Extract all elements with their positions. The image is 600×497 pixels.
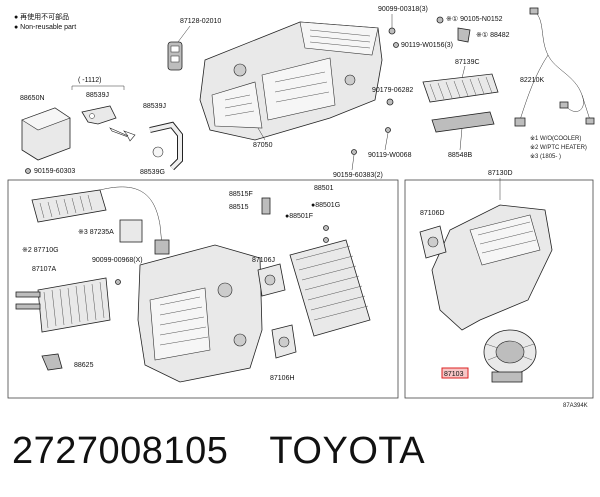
highlight-87103 bbox=[441, 367, 469, 379]
parts-diagram: ● 再使用不可部品 ● Non-reusable part 87128-0201… bbox=[7, 6, 595, 409]
label-87103: 87103 bbox=[444, 371, 464, 378]
label-88625: 88625 bbox=[74, 362, 94, 369]
label-87107A: 87107A bbox=[32, 266, 56, 273]
label-90099-318: 90099-00318(3) bbox=[378, 6, 428, 13]
clamp-88625 bbox=[41, 353, 63, 371]
label-88548B: 88548B bbox=[448, 152, 472, 159]
label-88501F: ●88501F bbox=[285, 213, 313, 220]
arrow-indicator bbox=[109, 127, 136, 142]
label-87106H: 87106H bbox=[270, 375, 295, 382]
ptc-heater-87710G bbox=[31, 186, 170, 255]
cabin-filter-87139C bbox=[422, 73, 499, 103]
label-90179: 90179-06282 bbox=[372, 87, 413, 94]
hvac-unit-upper bbox=[199, 21, 383, 141]
label-87235A: ※3 87235A bbox=[78, 229, 114, 236]
servo-motor-87106H bbox=[271, 324, 297, 359]
hvac-unit-lower bbox=[137, 244, 263, 383]
label-88501G: ●88501G bbox=[311, 202, 340, 209]
label-87128: 87128-02010 bbox=[180, 18, 221, 25]
label-87106J: 87106J bbox=[252, 257, 275, 264]
amplifier-88650N bbox=[21, 107, 71, 161]
part-caption: 2727008105 TOYOTA bbox=[12, 430, 592, 480]
blower-case-87130D bbox=[431, 204, 553, 331]
note-1: ※1 W/O(COOLER) bbox=[530, 135, 581, 142]
label-88539G: 88539G bbox=[140, 169, 165, 176]
clamp-90179 bbox=[386, 98, 394, 106]
legend-non-reusable-en: ● Non-reusable part bbox=[14, 24, 76, 31]
part-number: 2727008105 bbox=[12, 430, 229, 472]
filter-cover-88548B bbox=[431, 111, 495, 133]
label-90099-968: 90099-00968(X) bbox=[92, 257, 143, 264]
sub-assembly-box-blower bbox=[404, 179, 594, 399]
brand-name: TOYOTA bbox=[269, 430, 426, 472]
actuator-87235A bbox=[119, 219, 143, 243]
heater-core-87107A bbox=[15, 277, 111, 333]
label-87106D: 87106D bbox=[420, 210, 445, 217]
gasket-87128 bbox=[167, 41, 183, 71]
label-87130D: 87130D bbox=[488, 170, 513, 177]
screw-90105 bbox=[436, 16, 444, 24]
label-87050: 87050 bbox=[253, 142, 273, 149]
wire-harness-82210K bbox=[514, 7, 595, 127]
label-90159-383: 90159-60383(2) bbox=[333, 172, 383, 179]
sub-assembly-box-heater bbox=[7, 179, 399, 399]
pipe-clamp-88539J bbox=[81, 105, 117, 125]
label-88482: ※① 88482 bbox=[476, 31, 510, 39]
label-1112: ( -1112) bbox=[78, 77, 101, 84]
diagram-reference: 87A394K bbox=[563, 403, 588, 409]
label-90119-36: 90119-W0156(3) bbox=[401, 42, 453, 49]
label-88515F: 88515F bbox=[229, 191, 253, 198]
note-3: ※3 (1805- ) bbox=[530, 153, 561, 160]
clip-88482 bbox=[457, 27, 471, 43]
legend-non-reusable-jp: ● 再使用不可部品 bbox=[14, 12, 69, 21]
label-88515: 88515 bbox=[229, 204, 249, 211]
blower-motor-87103 bbox=[483, 329, 537, 383]
note-2: ※2 W/PTC HEATER) bbox=[530, 144, 587, 151]
screw-90119 bbox=[393, 42, 399, 48]
grommet-88539G bbox=[152, 146, 164, 158]
label-90119-068: 90119-W0068 bbox=[368, 152, 412, 159]
label-82210K: 82210K bbox=[520, 77, 544, 84]
label-88539J-b: 88539J bbox=[143, 103, 166, 110]
label-87710G: ※2 87710G bbox=[22, 247, 59, 254]
label-88501: 88501 bbox=[314, 185, 334, 192]
label-87139C: 87139C bbox=[455, 59, 480, 66]
servo-motor-87106D bbox=[419, 225, 447, 259]
label-90105: ※① 90105-N0152 bbox=[446, 15, 503, 23]
label-88650N: 88650N bbox=[20, 95, 45, 102]
hose-88539J bbox=[149, 121, 183, 171]
servo-motor-87106J bbox=[257, 263, 286, 297]
label-90159-303: 90159-60303 bbox=[34, 168, 75, 175]
expansion-valve-88515 bbox=[261, 197, 271, 215]
screw-90099 bbox=[388, 27, 396, 35]
evaporator-88501 bbox=[289, 239, 371, 337]
label-88539J-a: 88539J bbox=[86, 92, 109, 99]
